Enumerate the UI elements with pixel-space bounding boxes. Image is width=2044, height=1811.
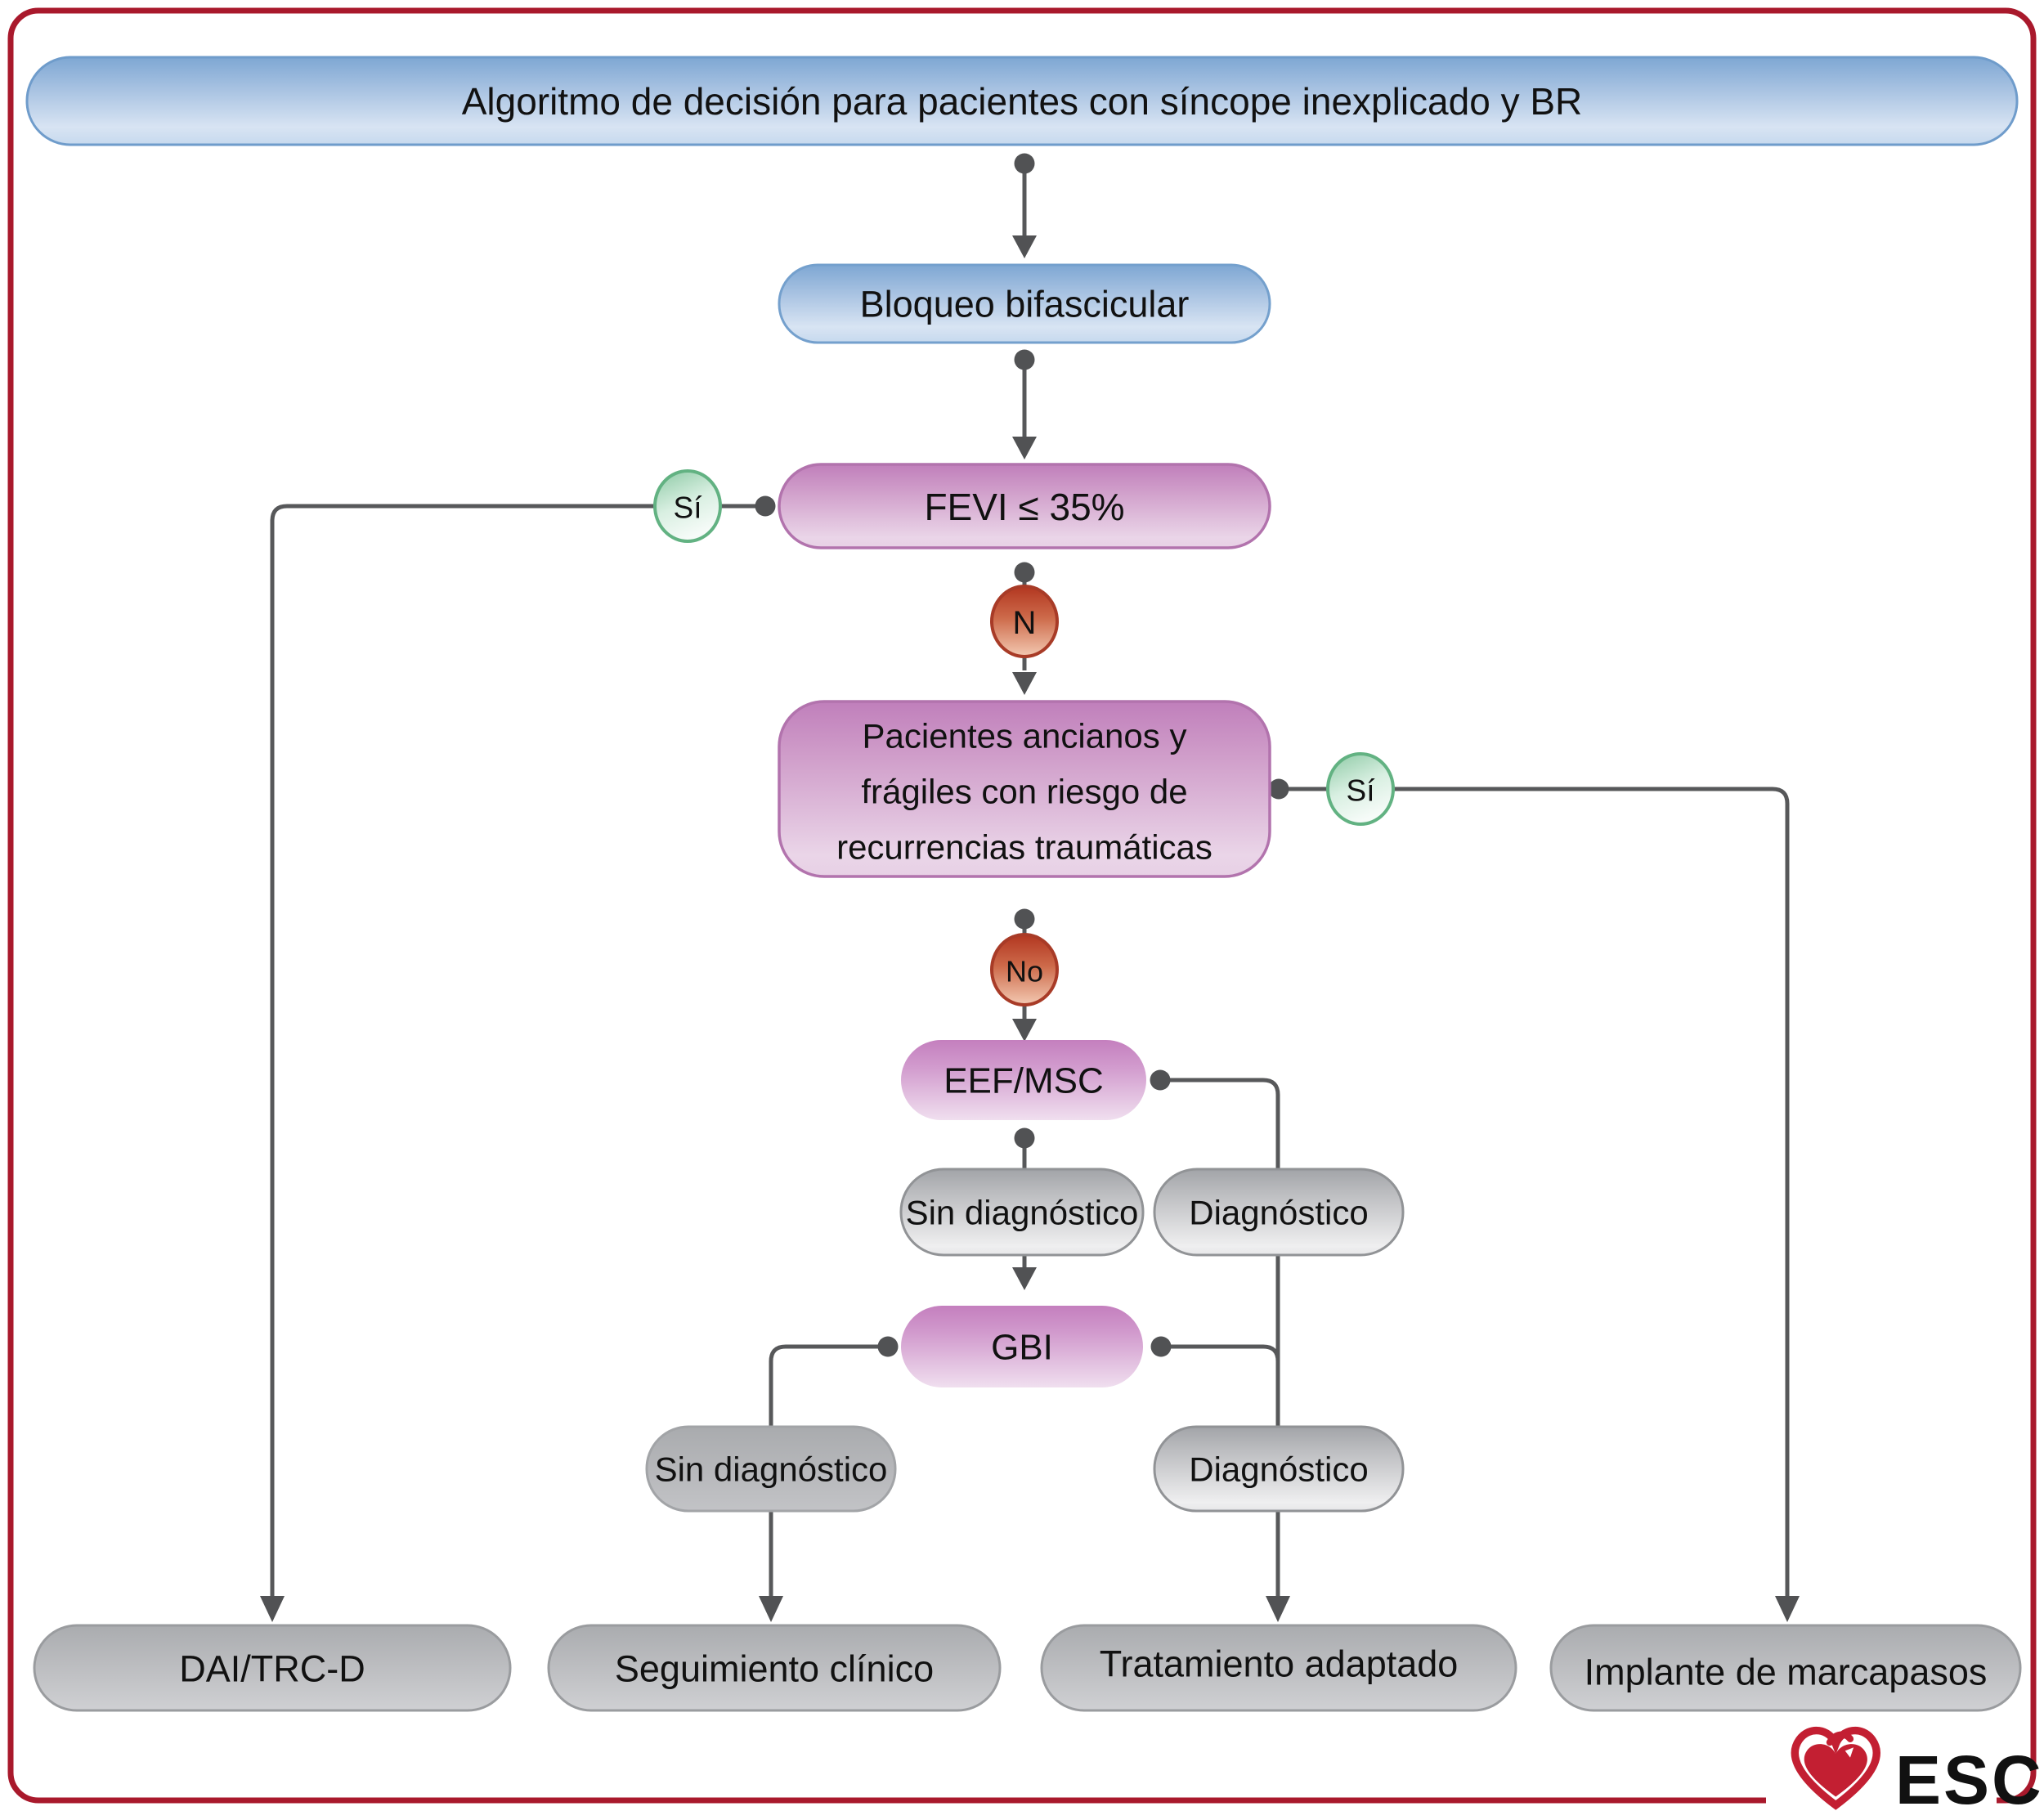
node-sin-diagnostico-1: Sin diagnóstico [899, 1168, 1145, 1257]
title-text: Algoritmo de decisión para pacientes con… [462, 80, 1583, 123]
node-pacientes: Pacientes ancianos y frágiles con riesgo… [778, 700, 1271, 878]
node-fevi: FEVI ≤ 35% [778, 463, 1271, 549]
node-dai: DAI/TRC-D [33, 1624, 512, 1712]
arrowhead-eef [1012, 1019, 1037, 1042]
connector-dots [755, 153, 1289, 1357]
decision-n-label: N [1013, 605, 1037, 641]
decision-no-label: No [1006, 955, 1043, 988]
node-implante: Implante de marcapasos [1549, 1624, 2022, 1712]
node-sin-diagnostico-2: Sin diagnóstico [645, 1425, 897, 1513]
node-pacientes-line2: frágiles con riesgo de [861, 773, 1187, 811]
node-seguimiento: Seguimiento clínico [547, 1624, 1002, 1712]
node-diagnostico-2: Diagnóstico [1153, 1425, 1405, 1513]
dot-eef-right [1150, 1069, 1171, 1091]
node-eef-label: EEF/MSC [944, 1061, 1104, 1101]
decision-no: No [990, 933, 1059, 1006]
logo-border-mask [1766, 1781, 1997, 1811]
esc-logo: ESC [1766, 1726, 2044, 1811]
decision-si-right: Sí [1326, 752, 1395, 826]
node-sin-diagnostico-2-label: Sin diagnóstico [655, 1450, 888, 1489]
node-implante-label: Implante de marcapasos [1585, 1652, 1988, 1693]
connector-eef-diagnostico-tratamiento [1170, 1078, 1280, 1598]
dot-fevi-left [755, 495, 776, 517]
node-diagnostico-1: Diagnóstico [1153, 1168, 1405, 1257]
node-tratamiento: Tratamiento adaptado [1040, 1624, 1517, 1712]
node-fevi-label: FEVI ≤ 35% [924, 486, 1124, 528]
arrowhead-pacientes [1012, 672, 1037, 695]
node-gbi-label: GBI [991, 1328, 1053, 1368]
arrowhead-implante [1775, 1596, 1800, 1622]
arrowheads [260, 235, 1800, 1622]
connector-gbi-sindiagnostico2-seguimiento [769, 1344, 878, 1598]
dot-pacientes-right [1268, 778, 1289, 800]
node-bloqueo: Bloqueo bifascicular [778, 263, 1271, 344]
node-tratamiento-label: Tratamiento adaptado [1100, 1643, 1459, 1685]
title-node: Algoritmo de decisión para pacientes con… [25, 56, 2019, 146]
arrowhead-gbi [1012, 1267, 1037, 1290]
node-gbi: GBI [901, 1306, 1143, 1387]
page-border [7, 7, 2037, 1804]
dot-fevi-bottom [1014, 562, 1035, 583]
node-diagnostico-1-label: Diagnóstico [1189, 1194, 1368, 1232]
node-seguimiento-label: Seguimiento clínico [615, 1648, 934, 1690]
esc-heart-icon [1791, 1726, 1880, 1810]
decision-si-left-label: Sí [674, 491, 703, 525]
connector-fevi-si-dai [270, 504, 760, 1598]
dot-pacientes-bottom [1014, 908, 1035, 930]
node-eef: EEF/MSC [901, 1040, 1146, 1120]
arrowhead-bloqueo [1012, 235, 1037, 258]
connector-gbi-diagnostico2 [1171, 1344, 1280, 1362]
arrowhead-dai [260, 1596, 285, 1622]
dot-eef-bottom [1014, 1127, 1035, 1149]
decision-si-left: Sí [653, 469, 722, 543]
arrowhead-tratamiento [1266, 1596, 1290, 1622]
decision-n: N [990, 585, 1059, 658]
node-dai-label: DAI/TRC-D [179, 1648, 365, 1690]
dot-gbi-right [1150, 1336, 1172, 1357]
arrowhead-seguimiento [759, 1596, 783, 1622]
decision-si-right-label: Sí [1347, 774, 1376, 808]
node-diagnostico-2-label: Diagnóstico [1189, 1450, 1368, 1489]
esc-logo-text: ESC [1895, 1742, 2044, 1811]
connector-pacientes-si-implante [1289, 787, 1790, 1598]
dot-bloqueo [1014, 349, 1035, 370]
node-sin-diagnostico-1-label: Sin diagnóstico [906, 1194, 1139, 1232]
node-pacientes-line3: recurrencias traumáticas [836, 828, 1213, 867]
node-pacientes-line1: Pacientes ancianos y [863, 717, 1187, 755]
dot-gbi-left [877, 1336, 899, 1357]
node-bloqueo-label: Bloqueo bifascicular [860, 284, 1190, 325]
dot-title [1014, 153, 1035, 174]
arrowhead-fevi [1012, 437, 1037, 459]
